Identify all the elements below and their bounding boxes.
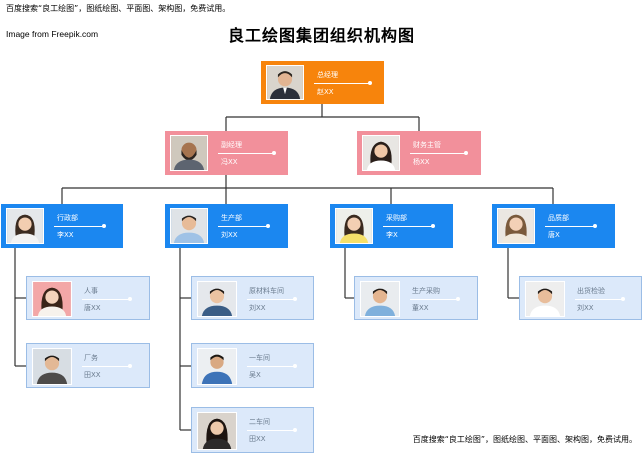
dept-admin-role: 行政部 xyxy=(57,214,78,222)
unit-raw-material-node[interactable]: 原材料车间 刘XX xyxy=(191,276,314,320)
unit-procurement-node[interactable]: 生产采购 董XX xyxy=(354,276,478,320)
unit-hr-name: 唐XX xyxy=(84,304,101,312)
unit-outgoing-inspection-name: 刘XX xyxy=(577,304,594,312)
dept-purchasing-role: 采购部 xyxy=(386,214,407,222)
ceo-photo xyxy=(266,65,304,100)
chart-title: 良工绘图集团组织机构图 xyxy=(227,26,415,45)
unit-hr-node[interactable]: 人事 唐XX xyxy=(26,276,150,320)
unit-outgoing-inspection-role: 出货检验 xyxy=(577,287,605,295)
unit-hr-photo xyxy=(32,281,72,317)
unit-procurement-name: 董XX xyxy=(412,304,429,312)
vice-manager-role: 副经理 xyxy=(221,141,242,149)
dept-admin-name: 李XX xyxy=(57,231,74,239)
dept-admin-photo xyxy=(6,208,44,244)
unit-workshop-1-photo xyxy=(197,348,237,385)
finance-head-node[interactable]: 财务主管 杨XX xyxy=(357,131,481,175)
vice-manager-photo xyxy=(170,135,208,171)
unit-workshop-2-node[interactable]: 二车间 田XX xyxy=(191,407,314,453)
unit-workshop-2-role: 二车间 xyxy=(249,418,270,426)
dept-quality-node[interactable]: 品质部 唐X xyxy=(492,204,615,248)
image-credit: Image from Freepik.com xyxy=(6,29,99,39)
ceo-role: 总经理 xyxy=(317,71,338,79)
top-note: 百度搜索“良工绘图”，图纸绘图、平面图、架构图，免费试用。 xyxy=(6,4,231,13)
finance-head-photo xyxy=(362,135,400,171)
ceo-name: 赵XX xyxy=(317,88,334,96)
unit-facilities-name: 田XX xyxy=(84,371,101,379)
unit-raw-material-name: 刘XX xyxy=(249,304,266,312)
unit-hr-role: 人事 xyxy=(84,287,98,295)
unit-raw-material-role: 原材料车间 xyxy=(249,287,284,295)
unit-workshop-2-photo xyxy=(197,412,237,450)
dept-purchasing-node[interactable]: 采购部 李X xyxy=(330,204,453,248)
dept-quality-photo xyxy=(497,208,535,244)
unit-workshop-1-role: 一车间 xyxy=(249,354,270,362)
vice-manager-node[interactable]: 副经理 冯XX xyxy=(165,131,288,175)
unit-outgoing-inspection-photo xyxy=(525,281,565,317)
dept-quality-role: 品质部 xyxy=(548,214,569,222)
unit-workshop-1-name: 吴X xyxy=(249,371,261,379)
finance-head-name: 杨XX xyxy=(413,158,430,166)
unit-outgoing-inspection-node[interactable]: 出货检验 刘XX xyxy=(519,276,642,320)
unit-procurement-photo xyxy=(360,281,400,317)
dept-admin-node[interactable]: 行政部 李XX xyxy=(1,204,123,248)
dept-production-node[interactable]: 生产部 刘XX xyxy=(165,204,288,248)
dept-production-photo xyxy=(170,208,208,244)
unit-raw-material-photo xyxy=(197,281,237,317)
dept-purchasing-photo xyxy=(335,208,373,244)
unit-facilities-role: 厂务 xyxy=(84,354,98,362)
ceo-node[interactable]: 总经理 赵XX xyxy=(261,61,384,104)
unit-workshop-2-name: 田XX xyxy=(249,435,266,443)
unit-workshop-1-node[interactable]: 一车间 吴X xyxy=(191,343,314,388)
unit-facilities-node[interactable]: 厂务 田XX xyxy=(26,343,150,388)
dept-production-name: 刘XX xyxy=(221,231,238,239)
bottom-note: 百度搜索“良工绘图”，图纸绘图、平面图、架构图，免费试用。 xyxy=(412,435,637,444)
dept-purchasing-name: 李X xyxy=(386,231,398,239)
vice-manager-name: 冯XX xyxy=(221,158,238,166)
dept-quality-name: 唐X xyxy=(548,231,560,239)
finance-head-role: 财务主管 xyxy=(413,141,441,149)
unit-procurement-role: 生产采购 xyxy=(412,287,440,295)
unit-facilities-photo xyxy=(32,348,72,385)
dept-production-role: 生产部 xyxy=(221,214,242,222)
